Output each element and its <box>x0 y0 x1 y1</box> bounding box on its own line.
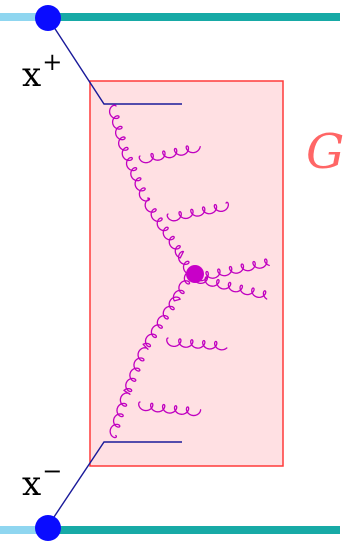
top-beam <box>0 13 340 21</box>
gluon-rung-2 <box>166 201 230 222</box>
x-minus-base: x <box>22 464 41 504</box>
gluon-spine-upper <box>108 104 195 275</box>
x-plus-sup: + <box>42 48 62 76</box>
gluon-rung-3-lower <box>192 273 268 300</box>
gluon-spine-lower <box>109 270 196 439</box>
x-plus-label: x+ <box>22 48 62 95</box>
gluon-rung-3-upper <box>193 258 270 282</box>
bottom-beam-end <box>0 526 48 534</box>
lower-quark-line <box>47 441 182 527</box>
region-g-label: G <box>306 124 344 180</box>
gluon-region-box <box>89 80 284 467</box>
center-vertex <box>186 265 204 283</box>
top-beam-line <box>42 13 340 21</box>
upper-quark-line <box>47 17 182 105</box>
x-minus-label: x− <box>22 457 62 504</box>
top-beam-end <box>0 13 48 21</box>
gluon-rung-4 <box>166 337 228 351</box>
gluon-ladder <box>108 104 270 439</box>
top-vertex <box>35 5 61 31</box>
gluon-rung-5 <box>138 401 202 417</box>
x-plus-base: x <box>22 55 41 95</box>
bottom-beam <box>0 526 340 534</box>
x-minus-sup: − <box>42 457 62 485</box>
gluon-rung-1 <box>138 145 201 164</box>
bottom-beam-line <box>42 526 340 534</box>
bottom-vertex <box>35 515 61 541</box>
